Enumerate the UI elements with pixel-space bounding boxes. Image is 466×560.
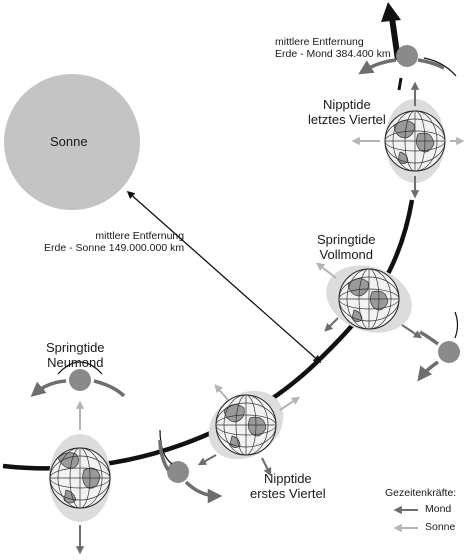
earth-new-moon: [49, 434, 111, 522]
full-moon-line1: Springtide: [317, 232, 376, 247]
earth-full-moon: [326, 265, 412, 333]
sun-disc: [4, 74, 140, 210]
moon-new-moon: [69, 369, 91, 391]
distance-sun-line2: Erde - Sonne 149.000.000 km: [44, 242, 185, 255]
force-arrows-first-quarter: [158, 384, 301, 504]
sun-earth-distance-arrow: [126, 190, 322, 364]
moon-full-moon: [438, 341, 460, 363]
label-full-moon: Springtide Vollmond: [317, 232, 376, 263]
label-new-moon: Springtide Neumond: [46, 340, 105, 371]
first-quarter-line2: erstes Viertel: [250, 485, 326, 501]
legend-moon-label: Mond: [425, 503, 452, 515]
force-arrows-new-moon: [30, 379, 126, 555]
moon-orbit-arc-full-moon: [454, 311, 459, 339]
moon-orbit-arc-first-quarter: [159, 429, 173, 465]
moon-last-quarter: [396, 45, 418, 67]
sun-label: Sonne: [50, 134, 88, 149]
legend-title: Gezeitenkräfte:: [385, 487, 457, 499]
new-moon-line1: Springtide: [46, 340, 105, 355]
distance-sun-label: mittlere Entfernung Erde - Sonne 149.000…: [44, 230, 184, 254]
last-quarter-line2: letztes Viertel: [308, 111, 386, 127]
label-first-quarter: Nipptide erstes Viertel: [250, 471, 326, 502]
last-quarter-line1: Nipptide: [323, 97, 371, 112]
earth-last-quarter: [384, 99, 446, 183]
distance-sun-line1: mittlere Entfernung: [95, 230, 185, 242]
moon-orbit-arc-last-quarter: [423, 57, 457, 77]
first-quarter-line1: Nipptide: [263, 471, 312, 486]
force-arrows-last-quarter: [351, 58, 465, 199]
label-last-quarter: Nipptide letztes Viertel: [308, 97, 386, 128]
new-moon-line2: Neumond: [47, 354, 104, 370]
distance-moon-label: mittlere Entfernung Erde - Mond 384.400 …: [275, 36, 391, 60]
force-arrows-full-moon: [316, 262, 440, 382]
earth-first-quarter: [208, 390, 284, 460]
orbit-direction-arrowhead: [381, 2, 401, 22]
moon-orbit-arc-new-moon: [57, 361, 103, 375]
moon-first-quarter: [167, 461, 189, 483]
distance-moon-line1: mittlere Entfernung: [275, 36, 364, 48]
distance-moon-line2: Erde - Mond 384.400 km: [275, 48, 391, 61]
legend-sun-label: Sonne: [425, 521, 456, 533]
full-moon-line2: Vollmond: [319, 246, 374, 262]
